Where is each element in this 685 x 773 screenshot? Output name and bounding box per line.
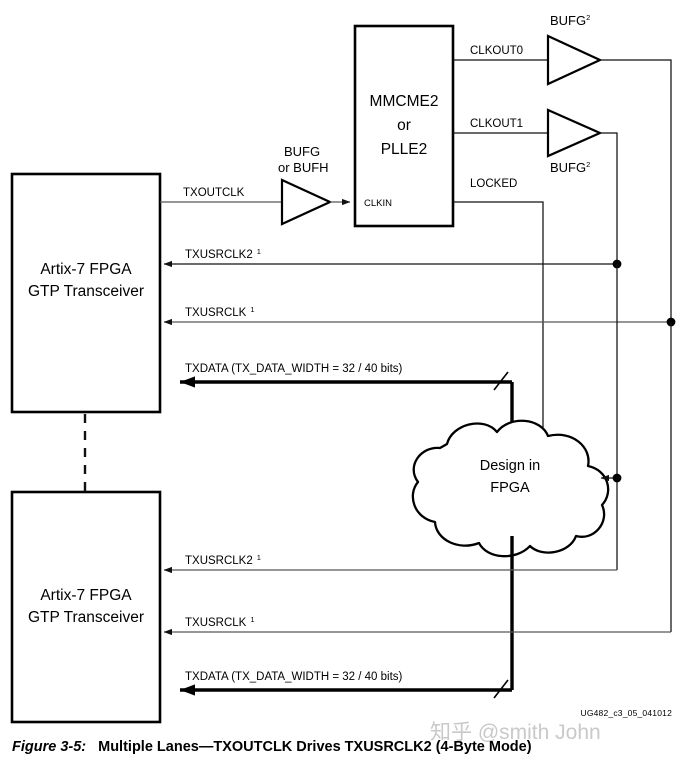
clkin-pin-label: CLKIN (364, 198, 392, 209)
locked-wire (453, 201, 547, 443)
bufg-top-label-text: BUFG (550, 13, 586, 28)
bufg-bottom-triangle (546, 108, 603, 158)
bufg-top-output-rail (600, 59, 672, 322)
bufg-bottom-label: BUFG2 (550, 160, 590, 175)
txdata-bottom-label: TXDATA (TX_DATA_WIDTH = 32 / 40 bits) (185, 671, 403, 683)
bufg-bottom-label-text: BUFG (550, 160, 586, 175)
transceiver-bottom-block (10, 490, 162, 724)
clock-manager-block (353, 24, 455, 228)
txusrclk2-top-footnote: 1 (257, 247, 261, 256)
bufg-top-label: BUFG2 (550, 13, 590, 28)
bufg-top-triangle (546, 34, 603, 86)
clkout0-label: CLKOUT0 (470, 45, 523, 57)
transceiver-bottom-label-line2: GTP Transceiver (28, 609, 144, 626)
clkout1-label: CLKOUT1 (470, 118, 523, 130)
txusrclk-top-label-text: TXUSRCLK (185, 307, 247, 319)
txoutclk-label: TXOUTCLK (183, 187, 245, 199)
txusrclk2-bottom-footnote: 1 (257, 553, 261, 562)
caption-title: Multiple Lanes—TXOUTCLK Drives TXUSRCLK2… (98, 739, 532, 755)
caption-text: Figure 3-5: Multiple Lanes—TXOUTCLK Drive… (12, 739, 532, 755)
txusrclk2-top-label-text: TXUSRCLK2 (185, 249, 253, 261)
bufg-or-bufh-label-line1: BUFG (284, 144, 320, 159)
txusrclk-bottom-footnote: 1 (250, 615, 254, 624)
clock-manager-label-line1: MMCME2 (370, 93, 439, 110)
figure-caption: Figure 3-5: Multiple Lanes—TXOUTCLK Drive… (0, 735, 685, 773)
bufg-bottom-superscript: 2 (586, 160, 590, 169)
txdata-top-label: TXDATA (TX_DATA_WIDTH = 32 / 40 bits) (185, 363, 403, 375)
transceiver-top-label-line1: Artix-7 FPGA (40, 261, 132, 278)
txusrclk2-bottom-label: TXUSRCLK2 1 (185, 553, 261, 567)
design-in-fpga-cloud (411, 419, 610, 558)
txdata-top-bus-width-tick (493, 371, 509, 391)
txusrclk-top-footnote: 1 (250, 305, 254, 314)
clock-manager-label-line2: or (397, 117, 411, 134)
bufg-top-superscript: 2 (586, 13, 590, 22)
caption-number: Figure 3-5: (12, 739, 87, 755)
txusrclk2-bottom-label-text: TXUSRCLK2 (185, 555, 253, 567)
locked-label: LOCKED (470, 178, 517, 190)
cloud-clock-junction-dot (612, 473, 622, 483)
txdata-bottom-bus-width-tick (493, 679, 509, 699)
txusrclk-bottom-label-text: TXUSRCLK (185, 617, 247, 629)
figure-reference-code: UG482_c3_05_041012 (580, 708, 672, 718)
transceiver-bottom-label-line1: Artix-7 FPGA (40, 587, 132, 604)
cloud-label-line1: Design in (480, 458, 540, 474)
clock-manager-label-line3: PLLE2 (381, 141, 428, 158)
bufg-or-bufh-label-line2: or BUFH (278, 160, 329, 175)
transceiver-top-block (10, 172, 162, 414)
bufg-bottom-output-rail (600, 132, 618, 264)
bufg-or-bufh-triangle (280, 178, 333, 226)
txusrclk2-top-label: TXUSRCLK2 1 (185, 247, 261, 261)
cloud-label-line2: FPGA (490, 480, 530, 496)
transceiver-top-label-line2: GTP Transceiver (28, 283, 144, 300)
